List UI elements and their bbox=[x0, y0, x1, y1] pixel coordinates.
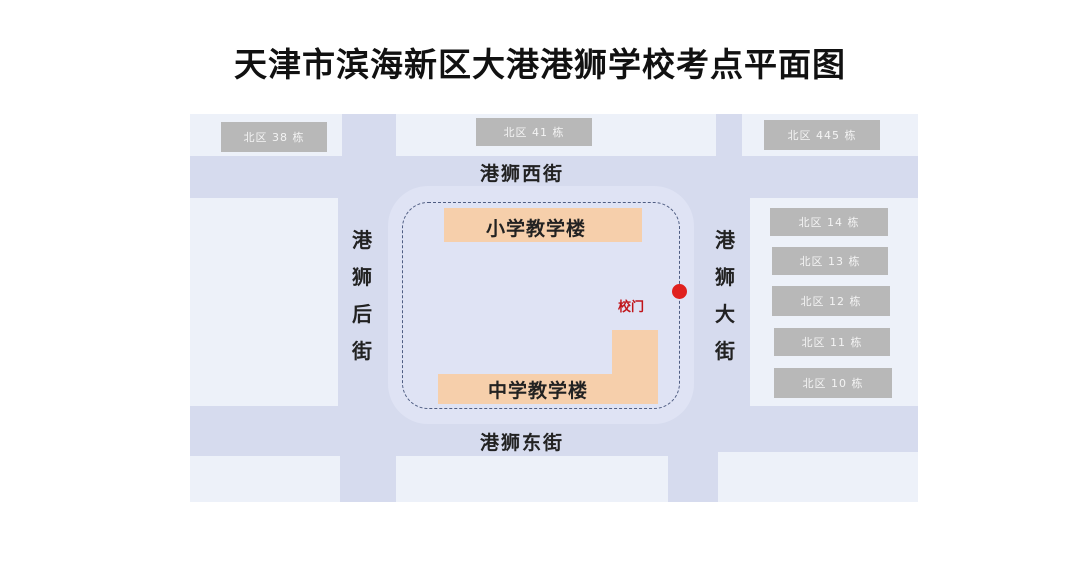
school-gate-marker bbox=[672, 284, 687, 299]
page-title: 天津市滨海新区大港港狮学校考点平面图 bbox=[234, 45, 846, 84]
block-bottom-right bbox=[718, 452, 918, 502]
street-da-label: 港狮大街 bbox=[715, 228, 735, 363]
block-label-13: 北区 13 栋 bbox=[772, 247, 888, 275]
school-gate-label: 校门 bbox=[618, 300, 645, 315]
campus-map: 北区 38 栋 北区 41 栋 北区 445 栋 北区 14 栋 北区 13 栋… bbox=[190, 114, 918, 502]
middle-school-building bbox=[438, 374, 658, 404]
middle-school-building-wing bbox=[612, 330, 658, 376]
block-label-11: 北区 11 栋 bbox=[774, 328, 890, 356]
campus-fence bbox=[402, 202, 680, 409]
block-label-445: 北区 445 栋 bbox=[764, 120, 880, 150]
block-label-14: 北区 14 栋 bbox=[770, 208, 888, 236]
street-hou-label: 港狮后街 bbox=[352, 228, 372, 363]
middle-school-label: 中学教学楼 bbox=[488, 380, 589, 402]
block-bottom-middle bbox=[396, 456, 668, 502]
block-label-38: 北区 38 栋 bbox=[221, 122, 327, 152]
block-label-41: 北区 41 栋 bbox=[476, 118, 592, 146]
block-left bbox=[190, 198, 338, 406]
block-label-10: 北区 10 栋 bbox=[774, 368, 892, 398]
street-east-label: 港狮东街 bbox=[480, 432, 565, 454]
block-bottom-left bbox=[190, 456, 340, 502]
primary-school-label: 小学教学楼 bbox=[486, 218, 587, 240]
primary-school-building bbox=[444, 208, 642, 242]
street-west-label: 港狮西街 bbox=[480, 163, 565, 185]
block-label-12: 北区 12 栋 bbox=[772, 286, 890, 316]
